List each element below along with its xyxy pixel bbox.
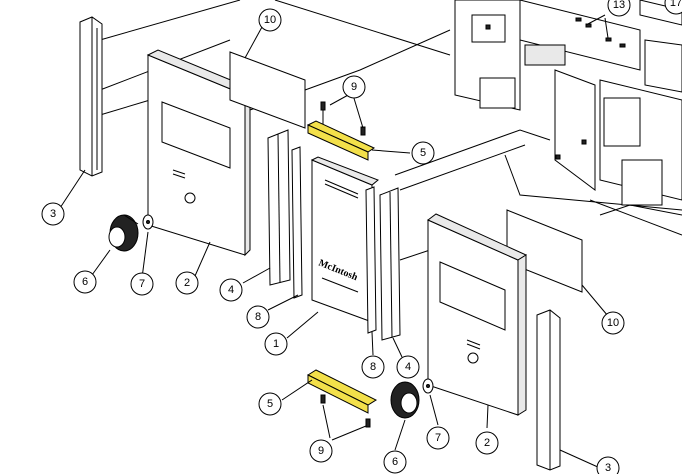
callout-4-right: 4 bbox=[396, 355, 420, 379]
callout-2-right: 2 bbox=[475, 431, 499, 455]
callout-7-right: 7 bbox=[426, 426, 450, 450]
svg-text:3: 3 bbox=[50, 208, 56, 220]
callout-10-top: 10 bbox=[258, 8, 282, 32]
svg-text:5: 5 bbox=[267, 398, 273, 410]
svg-text:8: 8 bbox=[255, 311, 261, 323]
channel-right bbox=[365, 186, 401, 341]
callout-9-bottom: 9 bbox=[309, 439, 333, 463]
callout-8-right: 8 bbox=[361, 355, 385, 379]
svg-text:10: 10 bbox=[607, 317, 619, 329]
callout-10-right: 10 bbox=[601, 311, 625, 335]
callout-2-left: 2 bbox=[175, 271, 199, 295]
svg-text:6: 6 bbox=[392, 456, 398, 468]
svg-text:3: 3 bbox=[605, 462, 611, 474]
callout-3-left: 3 bbox=[41, 202, 65, 226]
callout-7-left: 7 bbox=[130, 272, 154, 296]
svg-text:9: 9 bbox=[351, 81, 357, 93]
rear-chassis-panel bbox=[454, 0, 682, 206]
svg-text:9: 9 bbox=[318, 445, 324, 457]
meter-glass-right bbox=[506, 209, 583, 293]
svg-text:6: 6 bbox=[82, 276, 88, 288]
washer-left bbox=[142, 214, 154, 230]
svg-text:7: 7 bbox=[435, 432, 441, 444]
svg-text:5: 5 bbox=[420, 147, 426, 159]
callout-8-left: 8 bbox=[246, 305, 270, 329]
callout-13: 13 bbox=[607, 0, 631, 17]
channel-left bbox=[267, 129, 303, 299]
callout-5-bottom: 5 bbox=[258, 392, 282, 416]
svg-text:2: 2 bbox=[184, 277, 190, 289]
washer-right bbox=[422, 378, 434, 394]
svg-text:7: 7 bbox=[139, 278, 145, 290]
side-rail-right bbox=[536, 309, 561, 471]
svg-text:10: 10 bbox=[264, 14, 276, 26]
knob-left bbox=[108, 214, 139, 252]
knob-right bbox=[390, 381, 420, 419]
faceplate-right bbox=[427, 213, 528, 416]
svg-text:4: 4 bbox=[405, 361, 411, 373]
svg-text:2: 2 bbox=[484, 437, 490, 449]
svg-text:17: 17 bbox=[670, 0, 682, 9]
callout-5-top: 5 bbox=[411, 141, 435, 165]
leader-lines bbox=[59, 14, 614, 469]
callout-6-left: 6 bbox=[73, 270, 97, 294]
svg-text:4: 4 bbox=[228, 284, 234, 296]
svg-text:13: 13 bbox=[613, 0, 625, 11]
svg-text:1: 1 bbox=[273, 338, 279, 350]
bracket-top bbox=[306, 101, 376, 161]
bracket-bottom bbox=[306, 369, 378, 428]
callout-6-right: 6 bbox=[383, 450, 407, 474]
callout-3-right: 3 bbox=[596, 456, 620, 474]
meter-glass-left bbox=[229, 51, 306, 129]
side-rail-left bbox=[79, 16, 103, 177]
faceplate-left bbox=[146, 49, 251, 257]
callout-4-left: 4 bbox=[219, 278, 243, 302]
svg-text:8: 8 bbox=[370, 361, 376, 373]
screw-set-13 bbox=[485, 17, 626, 160]
callout-9-top: 9 bbox=[342, 75, 366, 99]
callout-1: 1 bbox=[264, 332, 288, 356]
callout-17: 17 bbox=[664, 0, 682, 15]
